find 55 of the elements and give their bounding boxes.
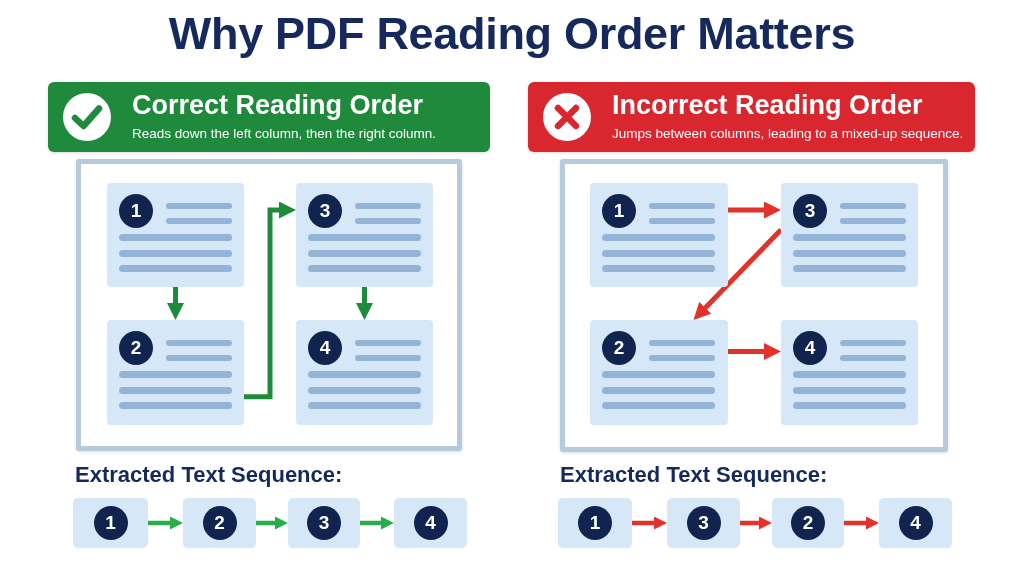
arrow bbox=[844, 516, 879, 530]
section-label: Extracted Text Sequence: bbox=[560, 462, 828, 488]
step-number: 1 bbox=[93, 506, 128, 540]
step-number: 1 bbox=[119, 194, 153, 228]
panel-heading: Correct Reading Order bbox=[132, 90, 424, 122]
sequence-tile bbox=[558, 498, 632, 548]
text-block bbox=[590, 320, 728, 425]
page-frame bbox=[560, 159, 948, 452]
step-number: 3 bbox=[307, 506, 341, 540]
sequence-tile bbox=[288, 498, 360, 548]
text-block bbox=[781, 320, 918, 425]
step-number: 4 bbox=[413, 506, 448, 540]
arrow bbox=[244, 201, 296, 400]
step-number: 2 bbox=[119, 331, 153, 365]
step-number: 4 bbox=[308, 331, 342, 365]
step-number: 4 bbox=[793, 331, 827, 365]
title: Why PDF Reading Order Matters bbox=[168, 8, 856, 60]
text-block bbox=[296, 320, 433, 425]
arrow bbox=[256, 516, 288, 530]
section-label: Extracted Text Sequence: bbox=[75, 462, 343, 488]
arrow bbox=[728, 201, 781, 219]
step-number: 1 bbox=[578, 506, 612, 540]
arrow bbox=[728, 343, 781, 360]
text-block bbox=[107, 183, 244, 287]
step-number: 3 bbox=[308, 194, 342, 228]
panel-heading: Incorrect Reading Order bbox=[612, 90, 923, 122]
text-block bbox=[107, 320, 244, 425]
panel-subtitle: Reads down the left column, then the right column. bbox=[132, 126, 436, 142]
step-number: 3 bbox=[793, 194, 827, 228]
arrow bbox=[360, 516, 394, 530]
sequence-tile bbox=[772, 498, 844, 548]
sequence-tile bbox=[183, 498, 256, 548]
header-banner bbox=[48, 82, 490, 152]
sequence-tile bbox=[394, 498, 467, 548]
step-number: 2 bbox=[602, 331, 636, 365]
step-number: 2 bbox=[202, 506, 237, 540]
sequence-tile bbox=[667, 498, 740, 548]
text-block bbox=[296, 183, 433, 287]
step-number: 3 bbox=[686, 506, 721, 540]
arrow bbox=[356, 287, 373, 320]
page-frame bbox=[76, 159, 462, 451]
step-number: 1 bbox=[602, 194, 636, 228]
arrow bbox=[740, 516, 772, 530]
sequence-tile bbox=[73, 498, 148, 548]
arrow bbox=[632, 516, 667, 530]
arrow bbox=[148, 516, 183, 530]
arrow bbox=[167, 287, 184, 320]
header-banner bbox=[528, 82, 975, 152]
step-number: 4 bbox=[898, 506, 933, 540]
sequence-tile bbox=[879, 498, 952, 548]
text-block bbox=[590, 183, 728, 287]
panel-subtitle: Jumps between columns, leading to a mixed-up sequence. bbox=[612, 126, 964, 142]
arrow bbox=[691, 228, 783, 322]
step-number: 2 bbox=[791, 506, 825, 540]
text-block bbox=[781, 183, 918, 287]
